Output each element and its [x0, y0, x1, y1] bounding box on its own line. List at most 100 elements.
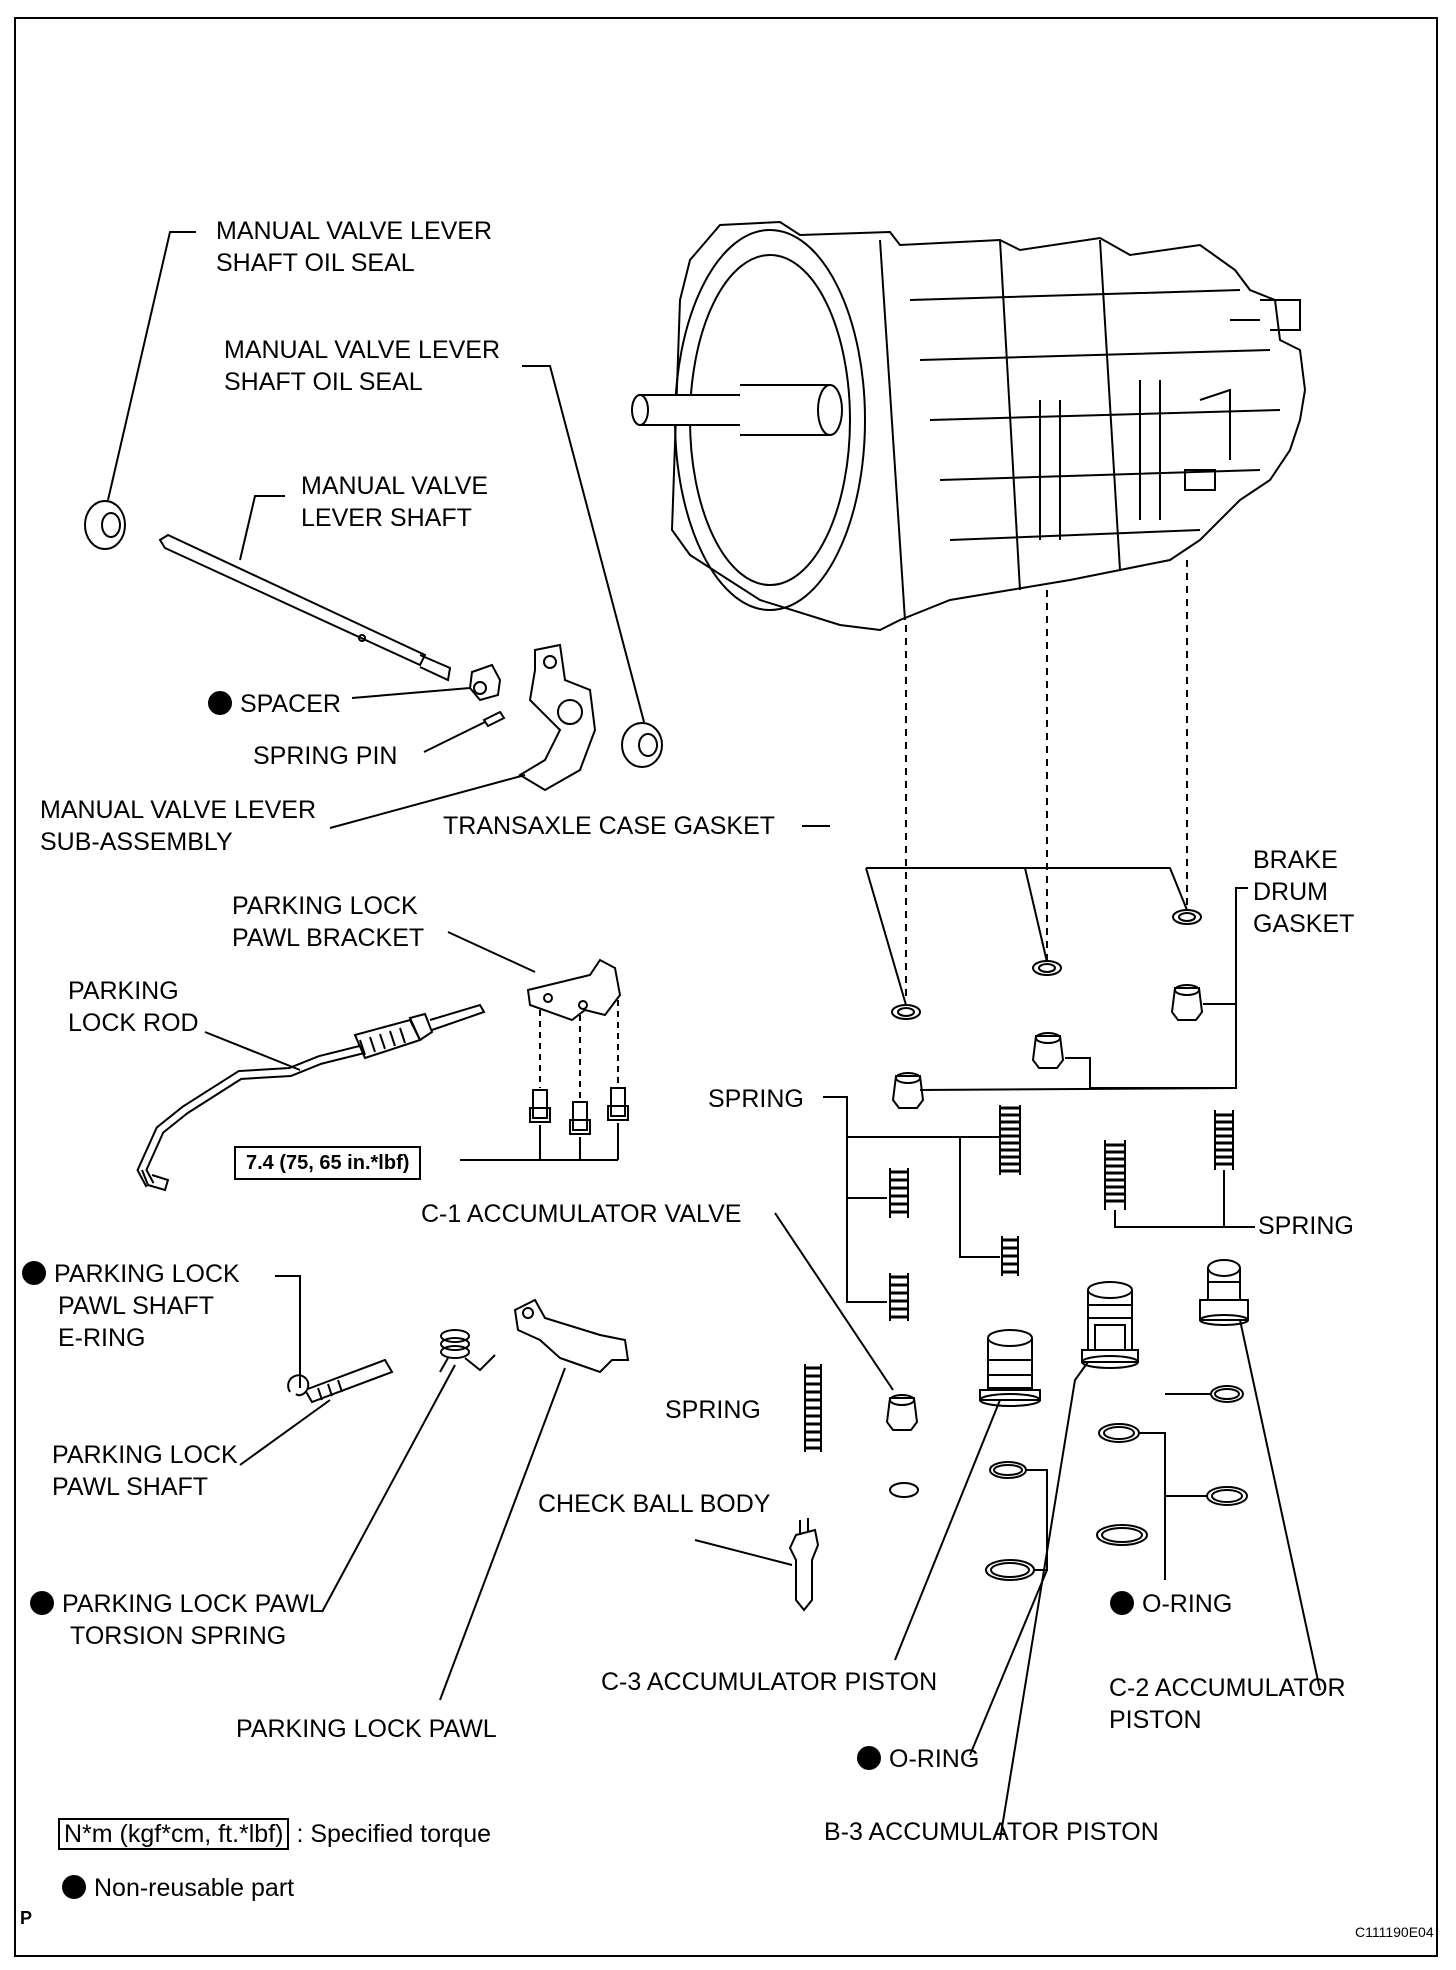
- label-c2-piston: C-2 ACCUMULATOR PISTON: [1109, 1672, 1346, 1736]
- non-reusable-marker: [857, 1746, 881, 1770]
- label-line: MANUAL VALVE LEVER: [216, 217, 493, 245]
- label-line: SHAFT OIL SEAL: [216, 249, 415, 277]
- label-text: C-3 ACCUMULATOR PISTON: [601, 1668, 938, 1696]
- spring-left-2: [889, 1273, 909, 1321]
- label-text: PARKING LOCK PAWL: [62, 1590, 323, 1618]
- legend-non-reusable-text: Non-reusable part: [94, 1874, 295, 1902]
- label-c1-valve: C-1 ACCUMULATOR VALVE: [421, 1198, 741, 1230]
- spring-tall: [804, 1364, 822, 1452]
- bracket-drop-lines: [539, 1000, 619, 1100]
- bracket-leader: [447, 931, 536, 973]
- label-pawl-bracket: PARKING LOCK PAWL BRACKET: [232, 890, 424, 954]
- brake-gasket-leader: [919, 887, 1248, 1091]
- label-line: PAWL SHAFT: [52, 1473, 209, 1501]
- diagram-frame: [14, 17, 1438, 1957]
- label-line: PARKING LOCK: [52, 1441, 238, 1469]
- oil-seal-2-leader: [522, 365, 645, 723]
- parking-lock-pawl-part: [513, 1298, 630, 1374]
- label-text: C-1 ACCUMULATOR VALVE: [421, 1200, 742, 1228]
- label-line: BRAKE: [1253, 846, 1338, 874]
- label-text: B-3 ACCUMULATOR PISTON: [824, 1818, 1159, 1846]
- legend-torque-units: N*m (kgf*cm, ft.*lbf): [58, 1818, 290, 1850]
- torsion-leader: [321, 1364, 456, 1613]
- spring-right-leader: [1114, 1170, 1255, 1228]
- label-line: PARKING LOCK: [22, 1258, 240, 1290]
- label-line: MANUAL VALVE LEVER: [224, 336, 501, 364]
- label-text: SPRING: [1258, 1212, 1354, 1240]
- label-parking-lock-rod: PARKING LOCK ROD: [68, 975, 199, 1039]
- label-spring-top: SPRING: [708, 1083, 804, 1115]
- label-line: LEVER SHAFT: [301, 504, 472, 532]
- label-c3-piston: C-3 ACCUMULATOR PISTON: [601, 1666, 937, 1698]
- pawl-shaft-part: [287, 1358, 394, 1404]
- label-b3-piston: B-3 ACCUMULATOR PISTON: [824, 1816, 1159, 1848]
- label-spacer: SPACER: [208, 688, 341, 720]
- lever-shaft-leader: [239, 495, 285, 561]
- pawl-bracket-part: [526, 958, 622, 1022]
- case-gasket-leader: [802, 825, 1188, 1006]
- label-line: PISTON: [1109, 1706, 1202, 1734]
- label-line: PAWL BRACKET: [232, 924, 425, 952]
- label-line: PAWL SHAFT: [58, 1292, 215, 1320]
- label-lever-shaft: MANUAL VALVE LEVER SHAFT: [301, 470, 488, 534]
- label-line: PARKING LOCK: [232, 892, 418, 920]
- figure-id-text: C111190E04: [1355, 1924, 1434, 1940]
- label-text: TRANSAXLE CASE GASKET: [443, 812, 776, 840]
- case-drop-lines: [905, 560, 1188, 1000]
- lever-shaft-part: [158, 533, 452, 682]
- spring-stacks: [804, 1105, 1234, 1452]
- c3-leader: [894, 1399, 1001, 1661]
- label-line: MANUAL VALVE: [301, 472, 489, 500]
- label-line: C-2 ACCUMULATOR: [1109, 1674, 1346, 1702]
- torque-value-box: 7.4 (75, 65 in.*lbf): [234, 1146, 422, 1180]
- footer-mark-text: P: [20, 1908, 33, 1928]
- label-spring-pin: SPRING PIN: [253, 740, 397, 772]
- oring-bottom-leader: [969, 1569, 1048, 1756]
- gaskets-and-plugs: [885, 909, 1204, 1498]
- torque-value: 7.4 (75, 65 in.*lbf): [246, 1152, 410, 1174]
- o-rings: [985, 1385, 1248, 1581]
- non-reusable-marker: [22, 1261, 46, 1285]
- spacer-part: [468, 663, 502, 702]
- label-manual-valve-lever: MANUAL VALVE LEVER SUB-ASSEMBLY: [40, 794, 316, 858]
- label-o-ring-right: O-RING: [1110, 1588, 1232, 1620]
- spring-top-leader: [823, 1096, 1000, 1303]
- torque-leader: [460, 1123, 619, 1161]
- spring-left-1: [889, 1168, 909, 1218]
- label-pawl-shaft-e-ring: PARKING LOCK PAWL SHAFT E-RING: [22, 1258, 240, 1354]
- label-line: TORSION SPRING: [70, 1622, 287, 1650]
- label-spring-right: SPRING: [1258, 1210, 1354, 1242]
- legend-non-reusable: Non-reusable part: [62, 1872, 294, 1904]
- label-line: MANUAL VALVE LEVER: [40, 796, 317, 824]
- label-line: PARKING: [68, 977, 179, 1005]
- spring-pin-part: [482, 710, 506, 728]
- non-reusable-marker: [208, 691, 232, 715]
- label-pawl-shaft: PARKING LOCK PAWL SHAFT: [52, 1439, 238, 1503]
- label-line: SUB-ASSEMBLY: [40, 828, 233, 856]
- label-oil-seal-1: MANUAL VALVE LEVER SHAFT OIL SEAL: [216, 215, 492, 279]
- spacer-leader: [351, 687, 471, 699]
- label-line: SHAFT OIL SEAL: [224, 368, 423, 396]
- label-o-ring-bottom: O-RING: [857, 1743, 979, 1775]
- footer-left-mark: P: [20, 1902, 32, 1934]
- oil-seal-2-part: [621, 722, 663, 768]
- spring-large-1: [999, 1105, 1021, 1175]
- c1-valve-leader: [774, 1212, 894, 1391]
- check-ball-leader: [694, 1539, 793, 1566]
- label-text: CHECK BALL BODY: [538, 1490, 771, 1518]
- non-reusable-marker: [62, 1875, 86, 1899]
- transaxle-housing: [631, 220, 1307, 632]
- spring-small-mid: [1001, 1236, 1019, 1276]
- label-parking-lock-pawl: PARKING LOCK PAWL: [236, 1713, 497, 1745]
- label-text: O-RING: [889, 1745, 980, 1773]
- label-line: GASKET: [1253, 910, 1355, 938]
- label-check-ball-body: CHECK BALL BODY: [538, 1488, 770, 1520]
- label-line: PARKING LOCK PAWL: [30, 1588, 323, 1620]
- label-oil-seal-2: MANUAL VALVE LEVER SHAFT OIL SEAL: [224, 334, 500, 398]
- label-text: SPRING: [665, 1396, 761, 1424]
- non-reusable-marker: [30, 1591, 54, 1615]
- legend-torque-text: : Specified torque: [296, 1820, 492, 1848]
- c3-piston-part: [979, 1329, 1041, 1407]
- label-text: SPRING PIN: [253, 742, 398, 770]
- label-brake-drum-gasket: BRAKE DRUM GASKET: [1253, 844, 1354, 940]
